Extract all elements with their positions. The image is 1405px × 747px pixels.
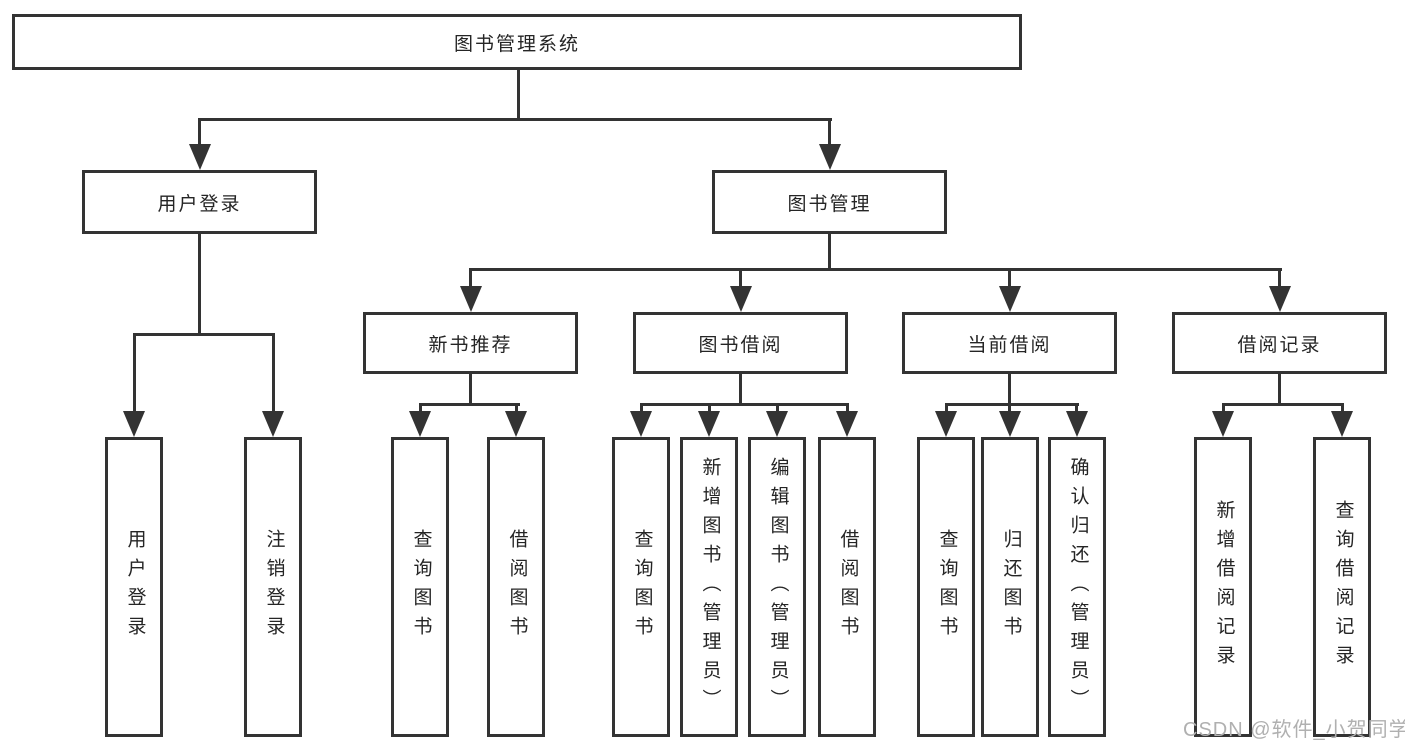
connector-line [1278,374,1281,406]
connector-line [945,403,1079,406]
connector-line [1008,374,1011,406]
connector-line [419,406,422,414]
connector-line [1008,271,1011,290]
connector-line [198,234,201,336]
arrow-down-icon [460,286,482,312]
arrow-down-icon [123,411,145,437]
node-current-borrowing: 当前借阅 [902,312,1117,374]
connector-line [739,374,742,406]
connector-line [640,403,849,406]
node-user-login-label: 用户登录 [157,193,242,215]
connector-line [517,70,520,121]
connector-line [1222,403,1344,406]
leaf-borrow-books-borrowing-label: 借阅图书 [837,529,859,645]
leaf-query-borrow-record-label: 查询借阅记录 [1332,500,1354,674]
connector-line [272,336,275,415]
connector-line [419,403,520,406]
leaf-query-borrow-record: 查询借阅记录 [1313,437,1371,737]
connector-line [469,374,472,406]
arrow-down-icon [819,144,841,170]
leaf-add-borrow-record: 新增借阅记录 [1194,437,1252,737]
leaf-edit-books-admin-label: 编辑图书（管理员） [767,456,789,718]
connector-line [469,268,1282,271]
node-book-management: 图书管理 [712,170,947,234]
leaf-return-books: 归还图书 [981,437,1039,737]
leaf-edit-books-admin: 编辑图书（管理员） [748,437,806,737]
node-library-system-label: 图书管理系统 [453,33,580,55]
arrow-down-icon [999,411,1021,437]
leaf-query-books-borrowing: 查询图书 [612,437,670,737]
connector-line [846,406,849,414]
connector-line [1341,406,1344,414]
leaf-query-books-recommend: 查询图书 [391,437,449,737]
leaf-confirm-return-admin-label: 确认归还（管理员） [1067,456,1089,718]
connector-line [708,406,711,414]
arrow-down-icon [698,411,720,437]
arrow-down-icon [262,411,284,437]
leaf-borrow-books-borrowing: 借阅图书 [818,437,876,737]
connector-line [828,121,831,148]
node-current-borrowing-label: 当前借阅 [967,334,1052,356]
connector-line [739,271,742,290]
arrow-down-icon [935,411,957,437]
node-book-borrowing-label: 图书借阅 [698,334,783,356]
connector-line [945,406,948,414]
node-borrow-records-label: 借阅记录 [1237,334,1322,356]
leaf-add-borrow-record-label: 新增借阅记录 [1213,500,1235,674]
connector-line [133,333,275,336]
node-new-book-recommend-label: 新书推荐 [428,334,513,356]
leaf-user-login: 用户登录 [105,437,163,737]
connector-line [198,121,201,148]
connector-line [1222,406,1225,414]
node-new-book-recommend: 新书推荐 [363,312,578,374]
node-library-system: 图书管理系统 [12,14,1022,70]
leaf-add-books-admin: 新增图书（管理员） [680,437,738,737]
leaf-query-books-borrowing-label: 查询图书 [631,529,653,645]
leaf-query-books-recommend-label: 查询图书 [410,529,432,645]
arrow-down-icon [1212,411,1234,437]
leaf-add-books-admin-label: 新增图书（管理员） [699,456,721,718]
arrow-down-icon [1269,286,1291,312]
leaf-query-books-current-label: 查询图书 [936,529,958,645]
node-book-management-label: 图书管理 [787,193,872,215]
arrow-down-icon [409,411,431,437]
node-borrow-records: 借阅记录 [1172,312,1387,374]
connector-line [1008,406,1011,414]
arrow-down-icon [505,411,527,437]
arrow-down-icon [630,411,652,437]
csdn-watermark: CSDN @软件_小贺同学 [1183,719,1405,741]
leaf-user-login-label: 用户登录 [124,529,146,645]
connector-line [828,234,831,271]
connector-line [469,271,472,290]
leaf-logout-label: 注销登录 [263,529,285,645]
arrow-down-icon [999,286,1021,312]
connector-line [640,406,643,414]
leaf-borrow-books-recommend-label: 借阅图书 [506,529,528,645]
leaf-return-books-label: 归还图书 [1000,529,1022,645]
node-user-login: 用户登录 [82,170,317,234]
connector-line [1278,271,1281,290]
arrow-down-icon [836,411,858,437]
node-book-borrowing: 图书借阅 [633,312,848,374]
leaf-borrow-books-recommend: 借阅图书 [487,437,545,737]
connector-line [515,406,518,414]
arrow-down-icon [189,144,211,170]
arrow-down-icon [1066,411,1088,437]
connector-line [776,406,779,414]
connector-line [133,336,136,415]
arrow-down-icon [730,286,752,312]
arrow-down-icon [1331,411,1353,437]
leaf-query-books-current: 查询图书 [917,437,975,737]
connector-line [198,118,832,121]
arrow-down-icon [766,411,788,437]
leaf-confirm-return-admin: 确认归还（管理员） [1048,437,1106,737]
connector-line [1075,406,1078,414]
leaf-logout: 注销登录 [244,437,302,737]
